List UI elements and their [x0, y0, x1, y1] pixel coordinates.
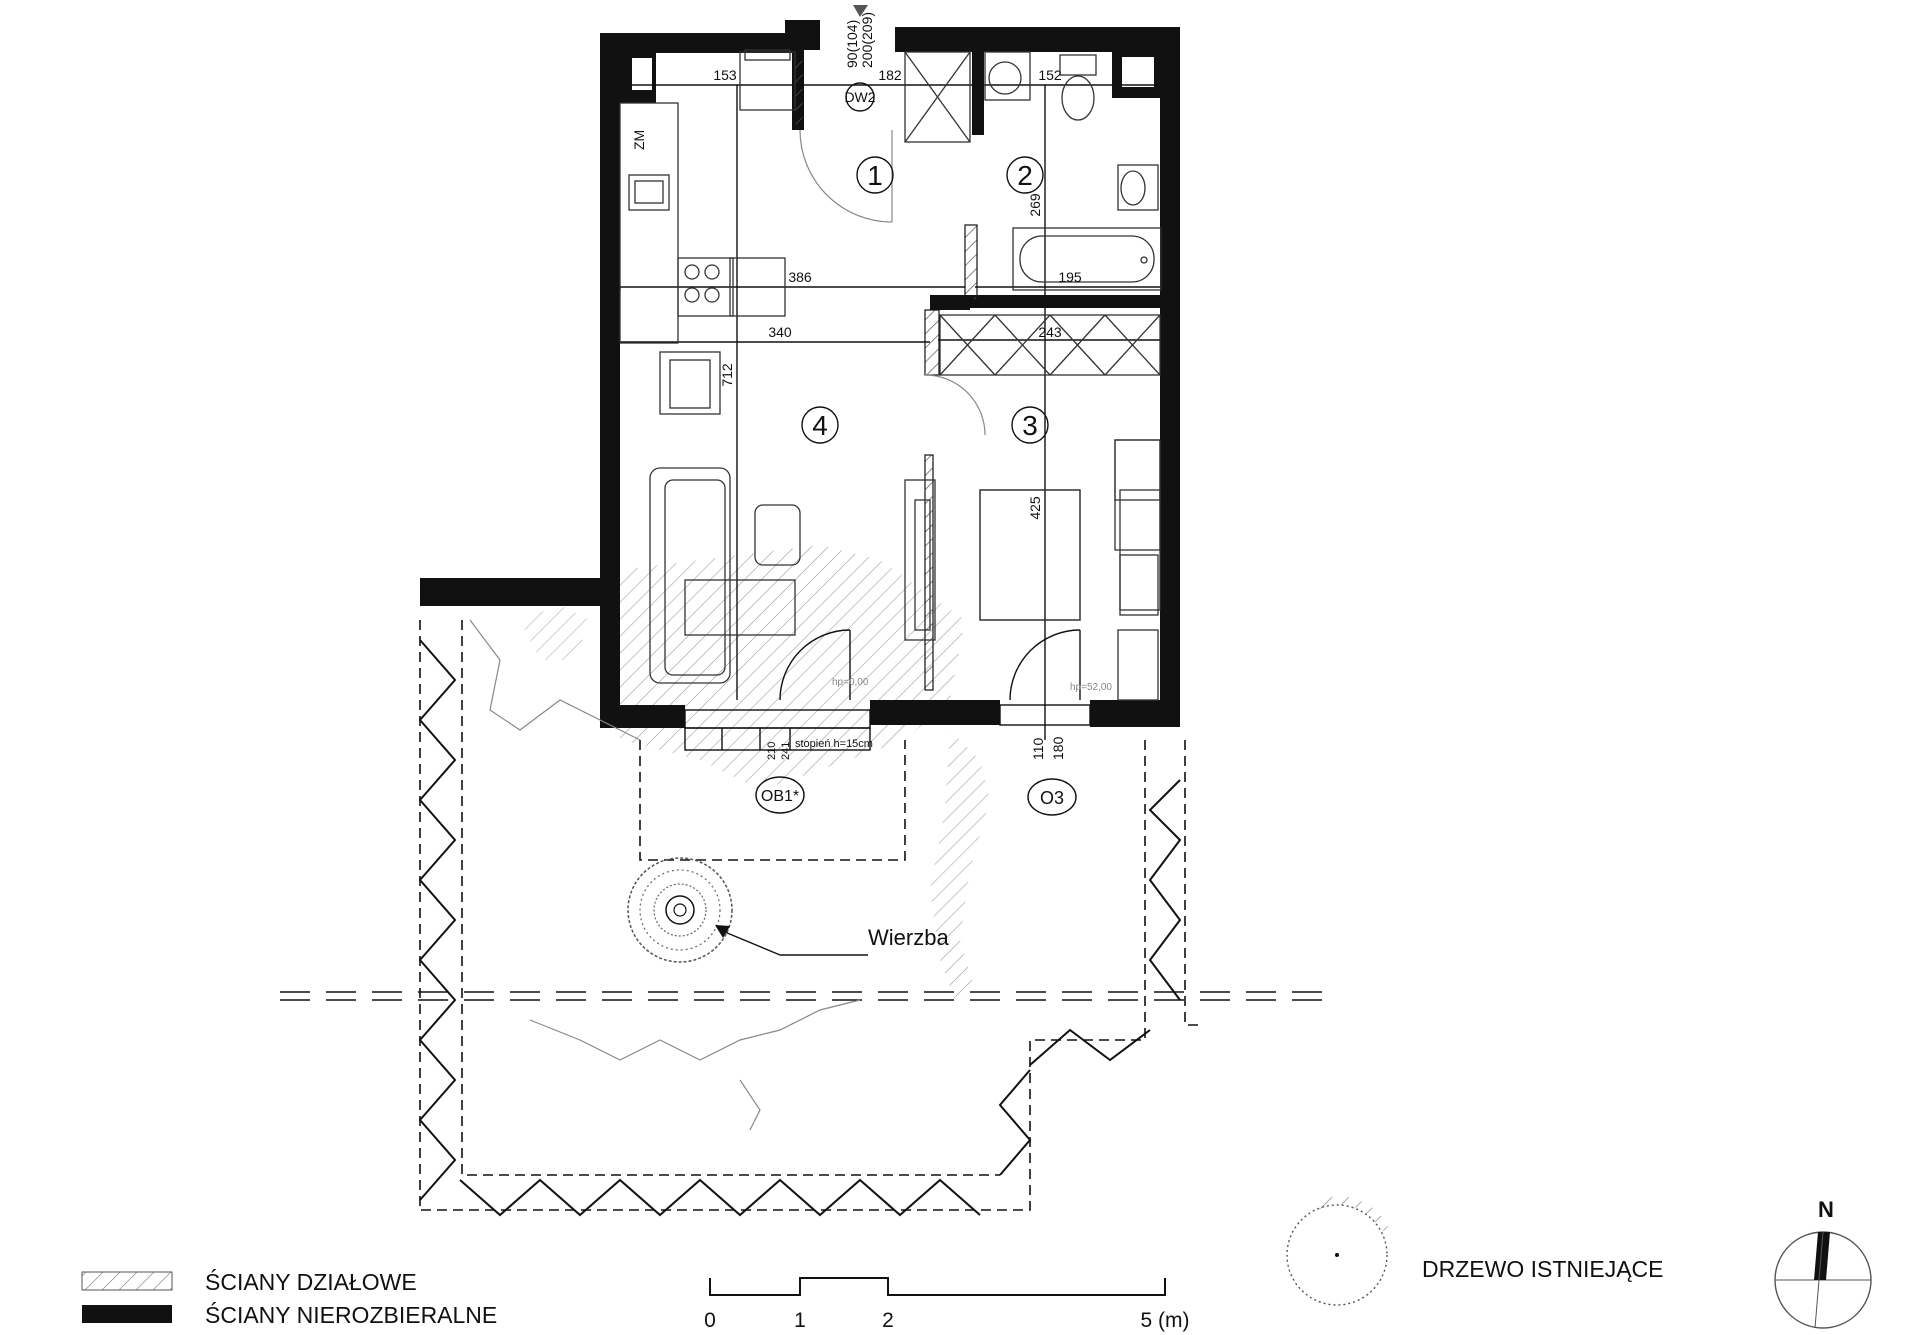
legend-partition-label: ŚCIANY DZIAŁOWE: [205, 1268, 417, 1295]
bathroom-fixtures: [904, 51, 1162, 291]
north-label: N: [1818, 1197, 1834, 1222]
svg-text:0: 0: [704, 1309, 716, 1332]
load-bearing-walls: [420, 20, 1180, 728]
north-arrow: N: [1774, 1197, 1872, 1329]
legend: ŚCIANY DZIAŁOWE ŚCIANY NIEROZBIERALNE: [81, 1268, 497, 1328]
dim-152: 152: [1038, 67, 1062, 83]
svg-text:210: 210: [766, 742, 778, 760]
tree-label: Wierzba: [868, 925, 949, 950]
door-dw2-annotation: 90(104) 200(209) DW2: [844, 5, 876, 112]
terrace-hatch: [520, 545, 990, 1000]
svg-text:5 (m): 5 (m): [1141, 1309, 1190, 1332]
kitchen-counter: [619, 49, 796, 344]
window-ob1-annotation: 210 241 stopień h=15cm OB1* hp=0,00: [755, 677, 873, 814]
svg-text:2: 2: [882, 1309, 894, 1332]
room-4-label: 4: [801, 406, 839, 444]
scale-bar: 0 1 2 5 (m): [704, 1277, 1190, 1332]
property-line: [280, 991, 1330, 1001]
room-3-label: 3: [1011, 406, 1049, 444]
svg-text:4: 4: [812, 410, 828, 441]
svg-text:hp=52,00: hp=52,00: [1070, 682, 1112, 693]
svg-text:OB1*: OB1*: [761, 788, 799, 805]
svg-text:200(209): 200(209): [859, 12, 875, 68]
svg-text:DW2: DW2: [844, 89, 875, 105]
doors: [779, 129, 1081, 701]
svg-text:3: 3: [1022, 410, 1038, 441]
svg-text:241: 241: [780, 742, 792, 760]
svg-text:stopień h=15cm: stopień h=15cm: [795, 738, 873, 750]
window-openings: [684, 704, 1091, 751]
svg-text:180: 180: [1050, 736, 1066, 760]
vegetation-outline: [469, 619, 861, 1131]
room-1-label: 1: [856, 156, 894, 194]
terrace-hedges: [418, 620, 1200, 1217]
svg-text:2: 2: [1017, 160, 1033, 191]
svg-text:90(104): 90(104): [844, 20, 860, 68]
living-room-furniture: [649, 351, 801, 684]
legend-loadbearing-label: ŚCIANY NIEROZBIERALNE: [205, 1301, 497, 1328]
dim-243: 243: [1038, 324, 1062, 340]
room-2-label: 2: [1006, 156, 1044, 194]
svg-text:hp=0,00: hp=0,00: [832, 677, 869, 688]
dim-712: 712: [719, 363, 735, 387]
dimension-lines: [618, 84, 1165, 740]
svg-text:O3: O3: [1040, 788, 1064, 808]
window-o3-annotation: 110 180 O3 hp=52,00: [1027, 682, 1112, 816]
partition-walls: [794, 54, 978, 691]
dim-153: 153: [713, 67, 737, 83]
dim-195: 195: [1058, 269, 1082, 285]
bedroom-furniture: [904, 314, 1161, 701]
svg-text:1: 1: [794, 1309, 806, 1332]
svg-text:110: 110: [1030, 737, 1046, 760]
dim-269: 269: [1027, 193, 1043, 217]
dim-386: 386: [788, 269, 812, 285]
existing-tree-legend: DRZEWO ISTNIEJĄCE: [1286, 1196, 1664, 1306]
dim-425: 425: [1027, 496, 1043, 520]
svg-text:1: 1: [867, 160, 883, 191]
willow-tree-symbol: [627, 857, 868, 963]
dim-340: 340: [768, 324, 792, 340]
existing-tree-label: DRZEWO ISTNIEJĄCE: [1422, 1256, 1664, 1282]
dim-182: 182: [878, 67, 902, 83]
zm-label: ZM: [631, 130, 647, 150]
